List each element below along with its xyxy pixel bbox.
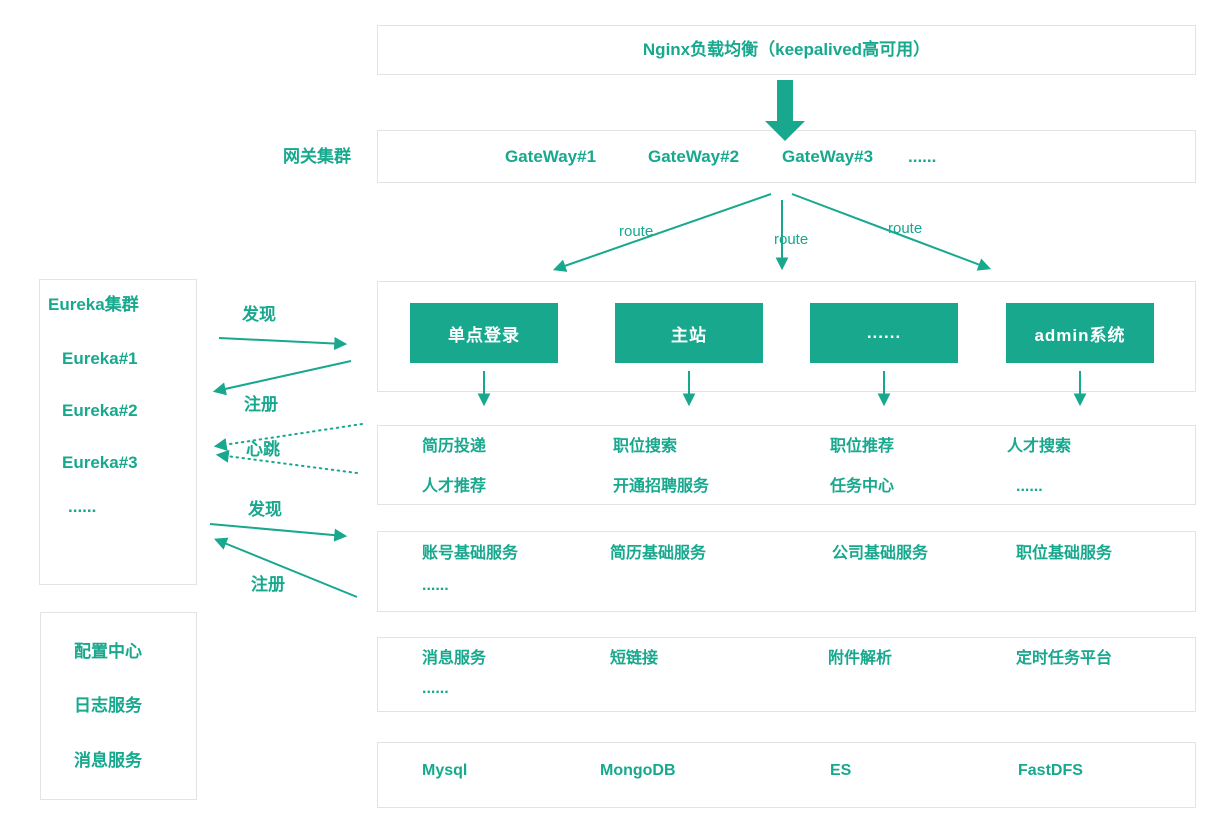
base-service: 公司基础服务	[832, 545, 929, 562]
infra-service: 日志服务	[74, 696, 142, 715]
base-service: 简历基础服务	[610, 545, 707, 562]
middleware-box	[377, 637, 1196, 712]
infra-services-box	[40, 612, 197, 800]
app-main-site-label: 主站	[671, 325, 707, 345]
data-store: MongoDB	[600, 762, 676, 779]
eureka-node-ellipsis: ......	[68, 497, 97, 516]
business-service: 人才搜索	[1007, 438, 1072, 455]
route-arrow-left	[552, 193, 772, 272]
app-main-site-box: 主站	[615, 303, 763, 363]
infra-service: 消息服务	[74, 751, 142, 770]
business-service: 职位推荐	[830, 438, 895, 455]
data-stores-box	[377, 742, 1196, 808]
base-service: 职位基础服务	[1016, 545, 1113, 562]
eureka-node: Eureka#2	[62, 401, 138, 420]
gateway-cluster-label: 网关集群	[283, 147, 351, 166]
middleware-ellipsis: ......	[422, 680, 449, 697]
gateway-node: GateWay#1	[505, 147, 597, 166]
app-sso-box: 单点登录	[410, 303, 558, 363]
register-label-bottom: 注册	[251, 575, 285, 594]
app-sso-label: 单点登录	[448, 325, 520, 345]
data-store: FastDFS	[1018, 762, 1083, 779]
register-label-top: 注册	[244, 395, 278, 414]
middleware-service: 消息服务	[422, 650, 487, 667]
nginx-label: Nginx负载均衡（keepalived高可用）	[642, 39, 931, 59]
app-more-box: ......	[810, 303, 958, 363]
route-label: route	[888, 220, 923, 237]
discover-arrow-bottom	[209, 523, 348, 542]
data-store: Mysql	[422, 762, 468, 779]
business-service: 简历投递	[422, 438, 487, 455]
business-service: 人才推荐	[422, 478, 487, 495]
route-label: route	[774, 231, 809, 248]
app-admin-label: admin系统	[1034, 325, 1126, 345]
eureka-cluster-title: Eureka集群	[48, 295, 139, 314]
register-arrow-top	[212, 360, 352, 396]
eureka-cluster-box	[39, 279, 197, 585]
gateway-node: ......	[908, 147, 937, 166]
heartbeat-arrow-upper	[213, 423, 363, 451]
business-service: 职位搜索	[613, 438, 678, 455]
base-services-box	[377, 531, 1196, 612]
infra-service: 配置中心	[74, 642, 142, 661]
discover-label-bottom: 发现	[248, 500, 282, 519]
register-arrow-bottom	[213, 537, 358, 598]
business-service: ......	[1016, 478, 1043, 495]
eureka-node: Eureka#1	[62, 349, 138, 368]
route-label: route	[619, 223, 654, 240]
middleware-service: 附件解析	[828, 650, 893, 667]
app-more-label: ......	[866, 323, 902, 342]
middleware-service: 短链接	[610, 650, 659, 667]
nginx-box: Nginx负载均衡（keepalived高可用）	[377, 25, 1196, 75]
business-service: 开通招聘服务	[613, 478, 710, 495]
middleware-service: 定时任务平台	[1016, 650, 1113, 667]
discover-arrow-top	[218, 337, 348, 351]
heartbeat-label: 心跳	[246, 440, 280, 459]
gateway-node: GateWay#2	[648, 147, 740, 166]
app-admin-box: admin系统	[1006, 303, 1154, 363]
discover-label-top: 发现	[242, 305, 276, 324]
gateway-node: GateWay#3	[782, 147, 874, 166]
business-services-box	[377, 425, 1196, 505]
base-service-ellipsis: ......	[422, 577, 449, 594]
base-service: 账号基础服务	[422, 545, 519, 562]
eureka-node: Eureka#3	[62, 453, 138, 472]
heartbeat-arrow-lower	[215, 449, 358, 474]
data-store: ES	[830, 762, 852, 779]
business-service: 任务中心	[830, 478, 895, 495]
